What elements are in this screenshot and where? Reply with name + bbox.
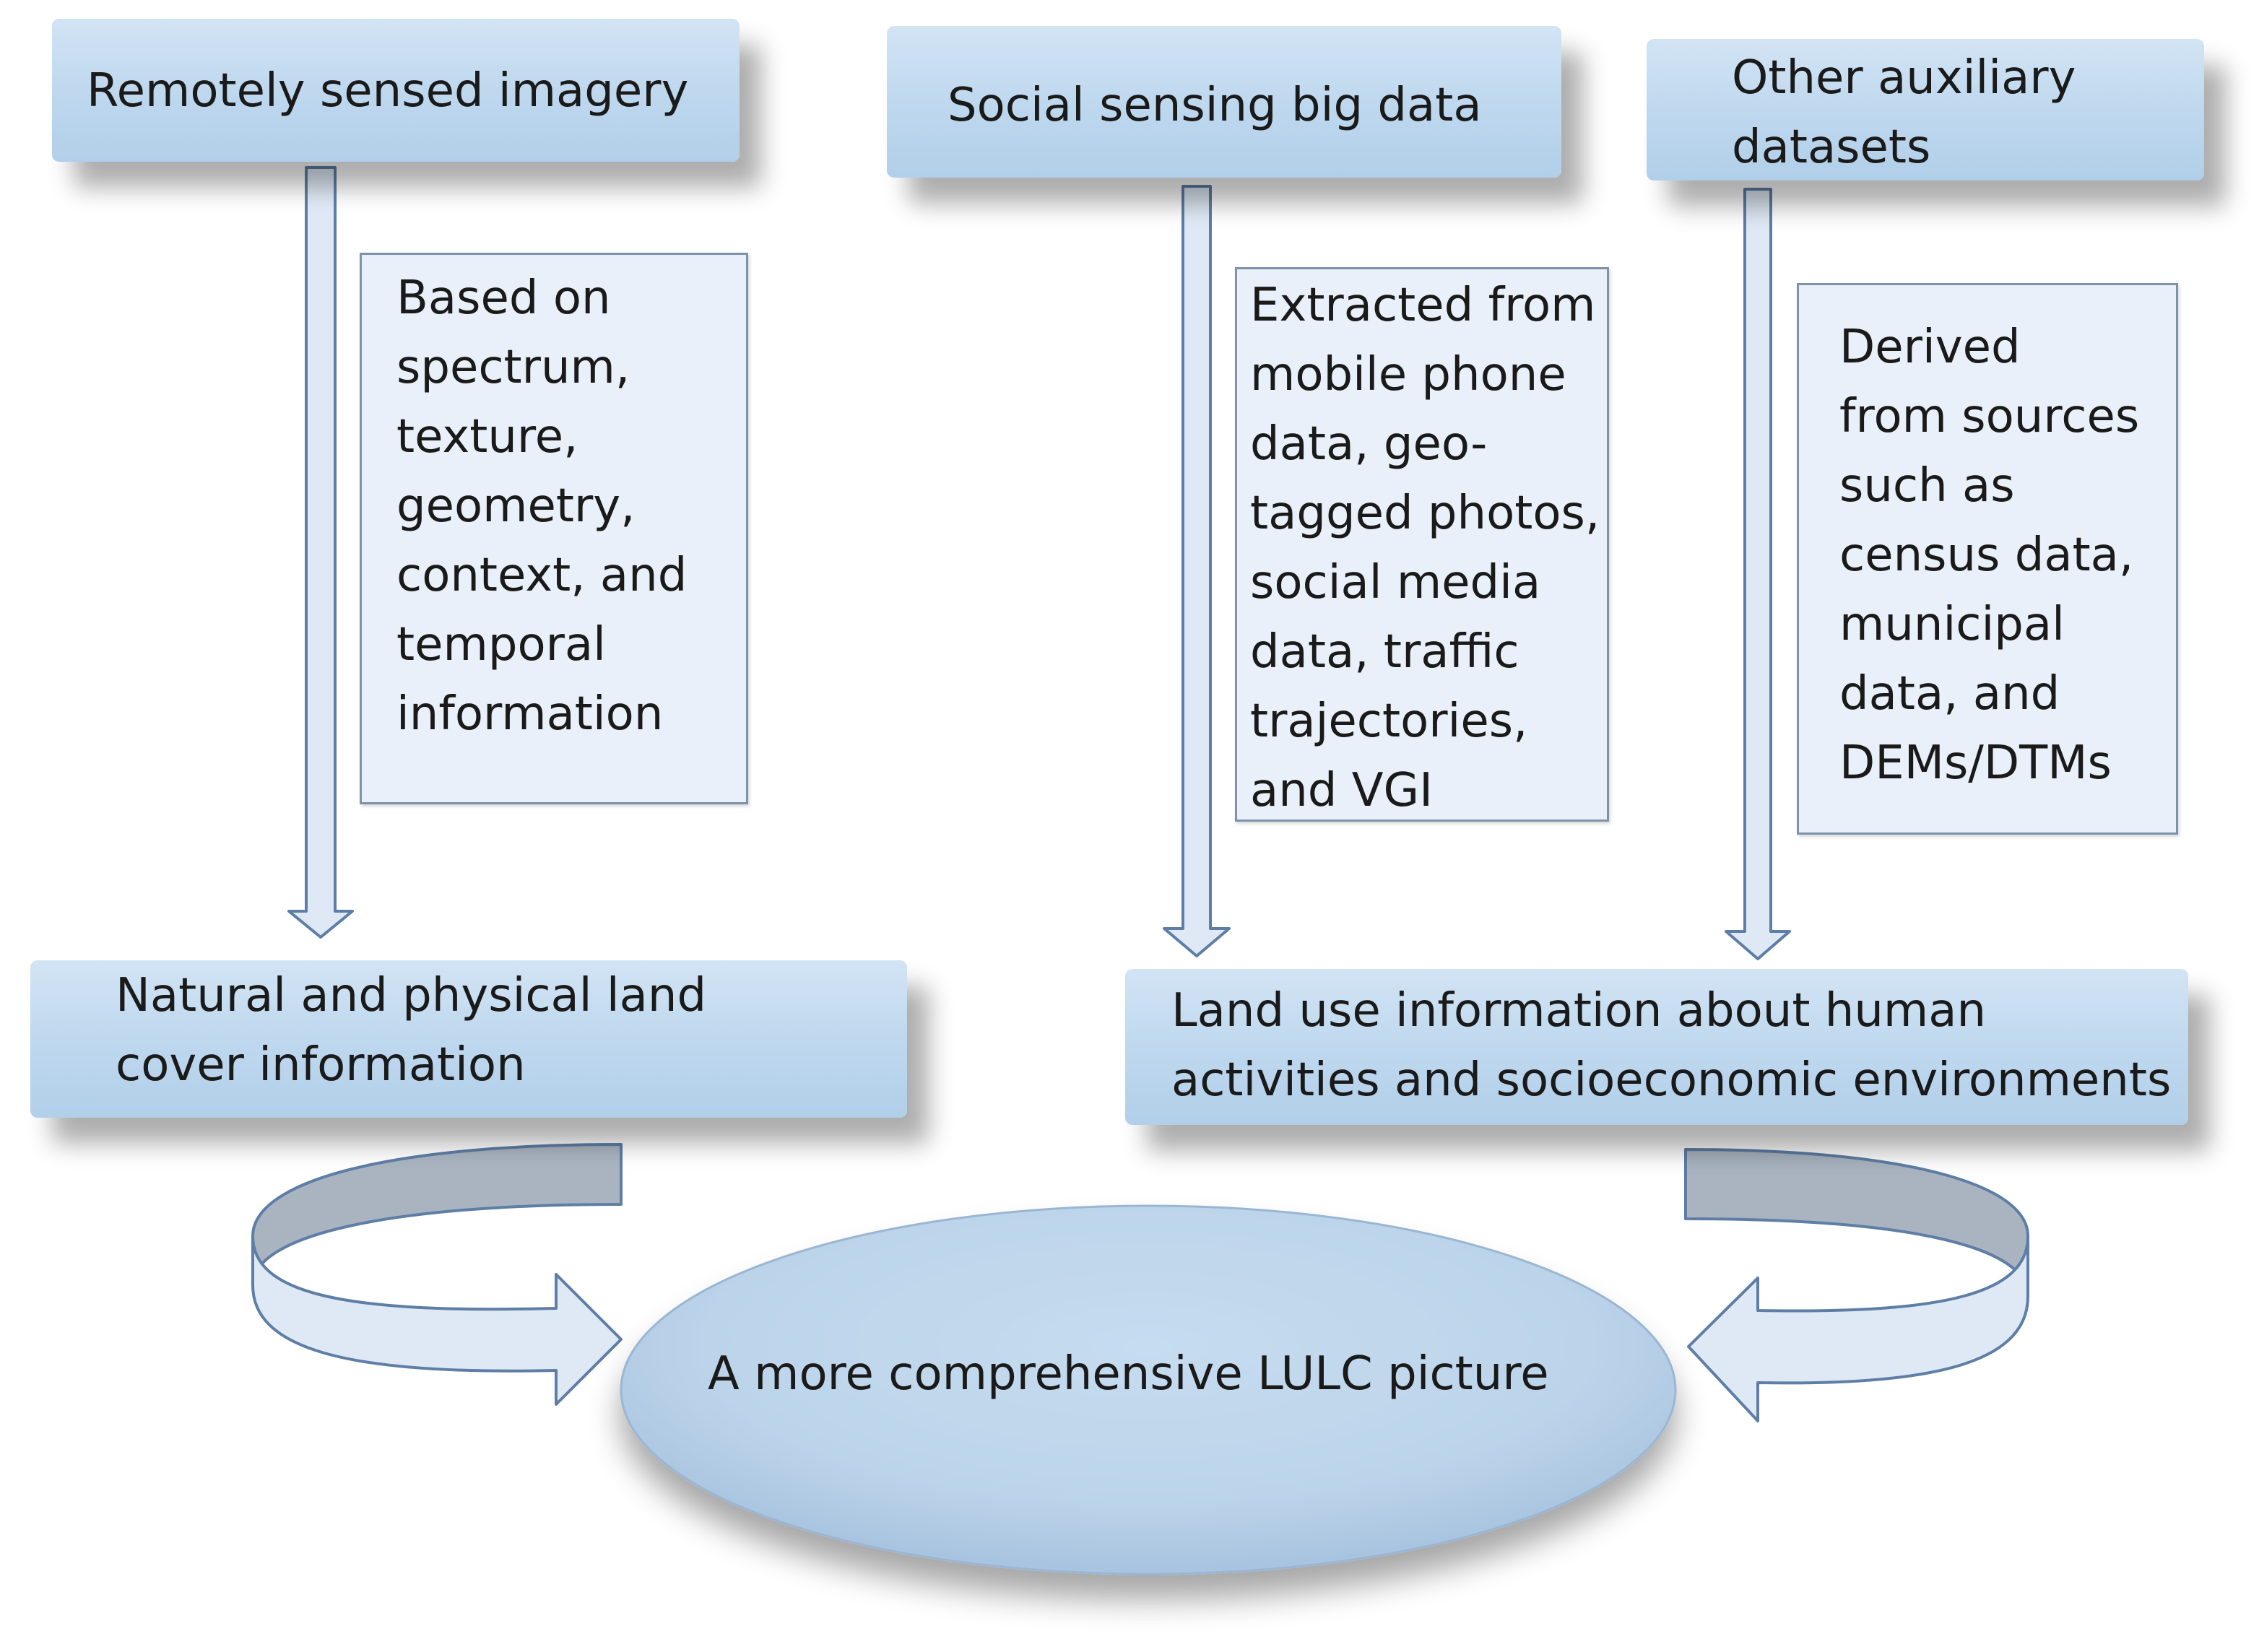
arrow-social-to-landuse bbox=[1163, 185, 1231, 957]
output-landcover-line: Natural and physical land bbox=[116, 969, 707, 1022]
note-line: information bbox=[396, 687, 664, 741]
source-remote-imagery: Remotely sensed imagery bbox=[52, 19, 740, 162]
source-aux-line: Other auxiliary bbox=[1732, 51, 2076, 105]
source-auxiliary-datasets: Other auxiliary datasets bbox=[1647, 39, 2204, 181]
output-landcover-line: cover information bbox=[116, 1038, 526, 1092]
note-line: data, traffic bbox=[1250, 625, 1519, 679]
note-line: DEMs/DTMs bbox=[1839, 736, 2112, 790]
note-line: spectrum, bbox=[396, 341, 630, 394]
note-line: from sources bbox=[1839, 390, 2140, 443]
note-aux-sources: Derived from sources such as census data… bbox=[1797, 283, 2178, 835]
result-label: A more comprehensive LULC picture bbox=[708, 1339, 1549, 1409]
source-social-sensing: Social sensing big data bbox=[887, 26, 1561, 178]
source-social-label: Social sensing big data bbox=[948, 79, 1482, 132]
note-line: trajectories, bbox=[1250, 695, 1528, 748]
output-landuse-line: activities and socioeconomic environment… bbox=[1171, 1053, 2172, 1107]
note-line: temporal bbox=[396, 618, 606, 671]
output-land-cover: Natural and physical land cover informat… bbox=[30, 960, 907, 1118]
result-ellipse bbox=[620, 1204, 1677, 1575]
note-line: tagged photos, bbox=[1250, 487, 1600, 540]
arrow-remote-to-landcover bbox=[287, 166, 354, 939]
note-line: and VGI bbox=[1250, 764, 1433, 817]
curved-arrow-right bbox=[1684, 1148, 2029, 1422]
result-label-text: A more comprehensive LULC picture bbox=[708, 1347, 1549, 1401]
note-line: geometry, bbox=[396, 479, 636, 533]
note-line: mobile phone bbox=[1250, 348, 1566, 401]
output-land-use: Land use information about human activit… bbox=[1125, 969, 2188, 1125]
note-line: social media bbox=[1250, 556, 1541, 609]
note-line: Extracted from bbox=[1250, 279, 1596, 332]
note-line: data, and bbox=[1839, 667, 2060, 721]
note-line: Derived bbox=[1839, 321, 2021, 374]
note-line: such as bbox=[1839, 459, 2015, 513]
note-line: municipal bbox=[1839, 598, 2065, 651]
note-social-sources: Extracted from mobile phone data, geo- t… bbox=[1235, 267, 1609, 822]
note-line: texture, bbox=[396, 410, 578, 464]
note-line: context, and bbox=[396, 549, 688, 602]
source-aux-line: datasets bbox=[1732, 121, 1931, 174]
curved-arrow-left bbox=[251, 1143, 623, 1406]
note-remote-features: Based on spectrum, texture, geometry, co… bbox=[360, 253, 748, 804]
note-line: census data, bbox=[1839, 529, 2134, 582]
output-landuse-line: Land use information about human bbox=[1171, 984, 1986, 1038]
note-line: Based on bbox=[396, 271, 611, 325]
arrow-aux-to-landuse bbox=[1725, 188, 1791, 960]
source-remote-label: Remotely sensed imagery bbox=[87, 64, 689, 118]
note-line: data, geo- bbox=[1250, 417, 1488, 471]
